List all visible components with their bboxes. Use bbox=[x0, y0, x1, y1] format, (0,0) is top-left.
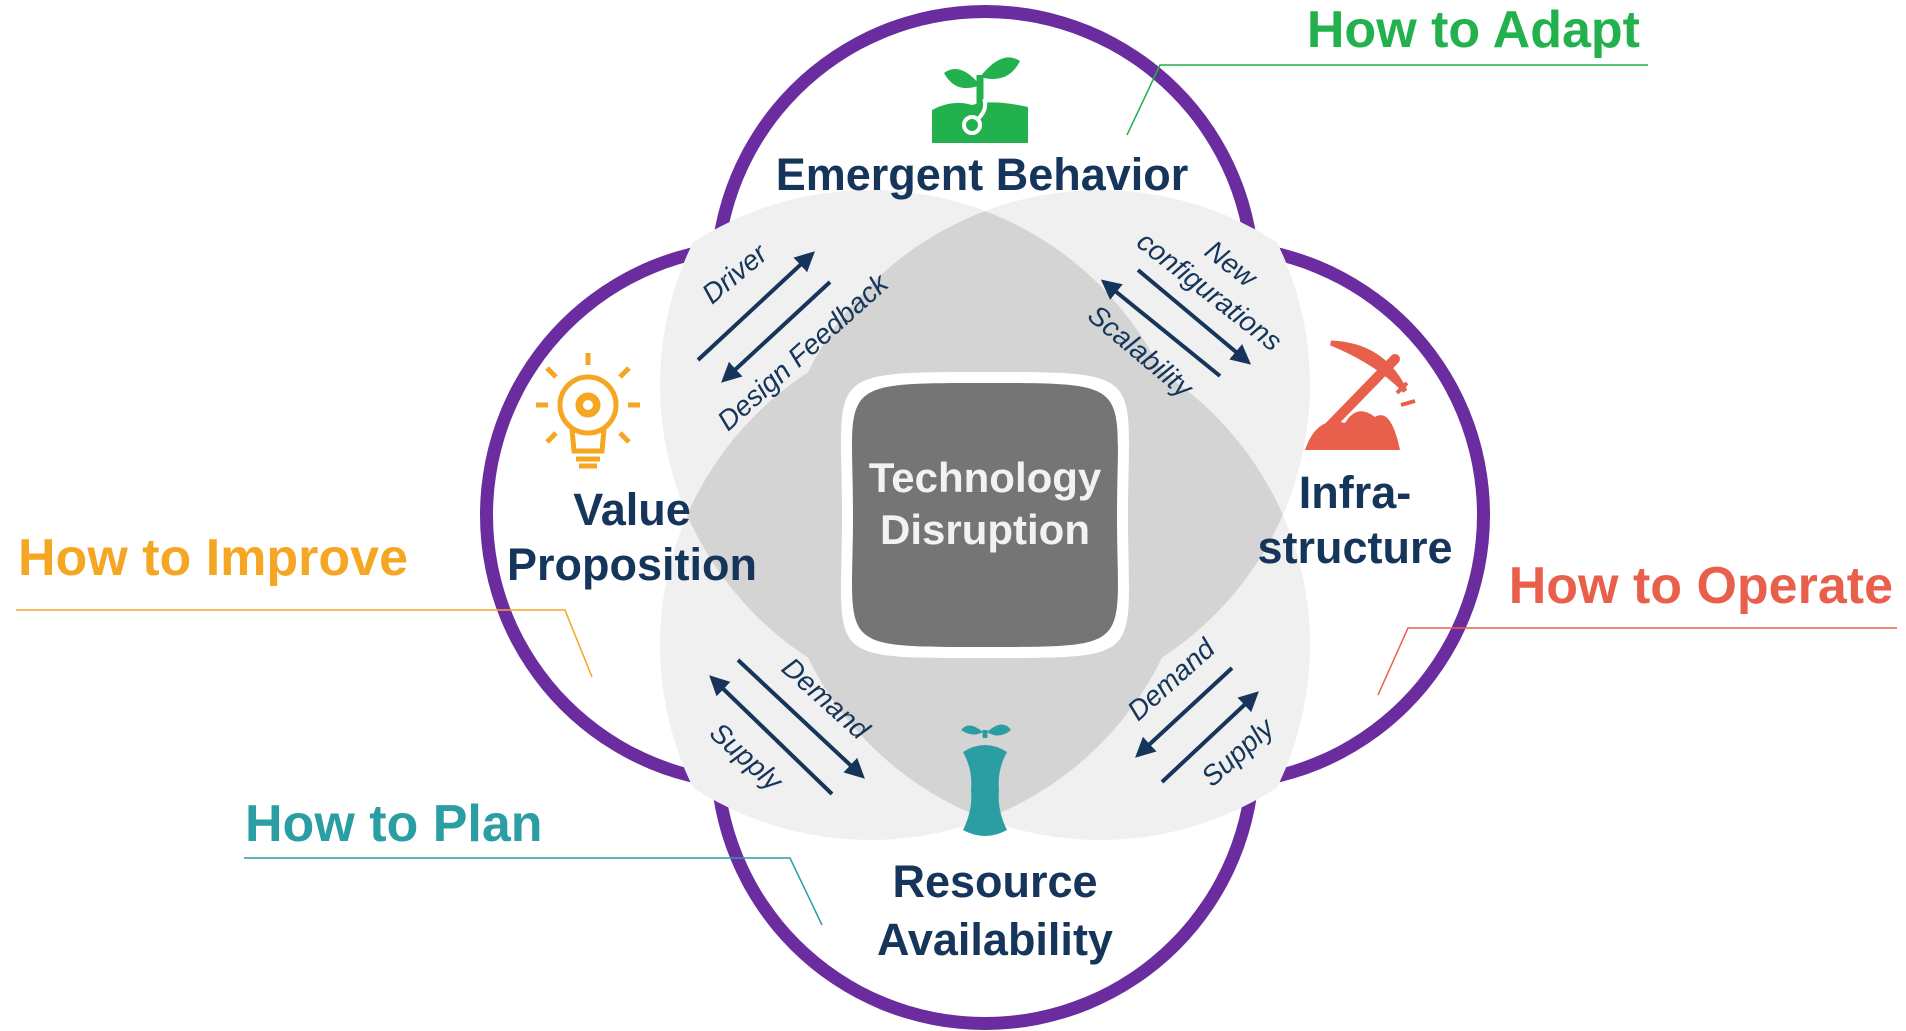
callout-operate-label: How to Operate bbox=[1509, 557, 1893, 615]
emergent-behavior-title: Emergent Behavior bbox=[776, 149, 1189, 200]
callout-improve: How to Improve bbox=[16, 529, 593, 678]
center-block: Technology Disruption bbox=[841, 372, 1129, 659]
callout-plan-label: How to Plan bbox=[245, 795, 543, 853]
callout-operate: How to Operate bbox=[1377, 557, 1897, 696]
value-proposition-title-line2: Proposition bbox=[507, 539, 757, 590]
resource-availability-title-line1: Resource bbox=[892, 856, 1097, 907]
callout-plan: How to Plan bbox=[244, 795, 823, 926]
callout-adapt: How to Adapt bbox=[1126, 1, 1648, 136]
callout-improve-label: How to Improve bbox=[18, 529, 408, 587]
infrastructure-title-line1: Infra- bbox=[1299, 467, 1412, 518]
center-title-line2: Disruption bbox=[880, 506, 1090, 553]
callout-adapt-label: How to Adapt bbox=[1307, 1, 1640, 59]
apple-core-icon bbox=[961, 724, 1011, 836]
resource-availability-title-line2: Availability bbox=[877, 914, 1113, 965]
pickaxe-icon bbox=[1305, 340, 1416, 450]
center-title-line1: Technology bbox=[869, 454, 1102, 501]
value-proposition-title-line1: Value bbox=[573, 484, 691, 535]
lightbulb-gear-icon bbox=[536, 353, 640, 469]
sprout-icon bbox=[932, 57, 1028, 143]
infrastructure-title-line2: structure bbox=[1257, 522, 1452, 573]
